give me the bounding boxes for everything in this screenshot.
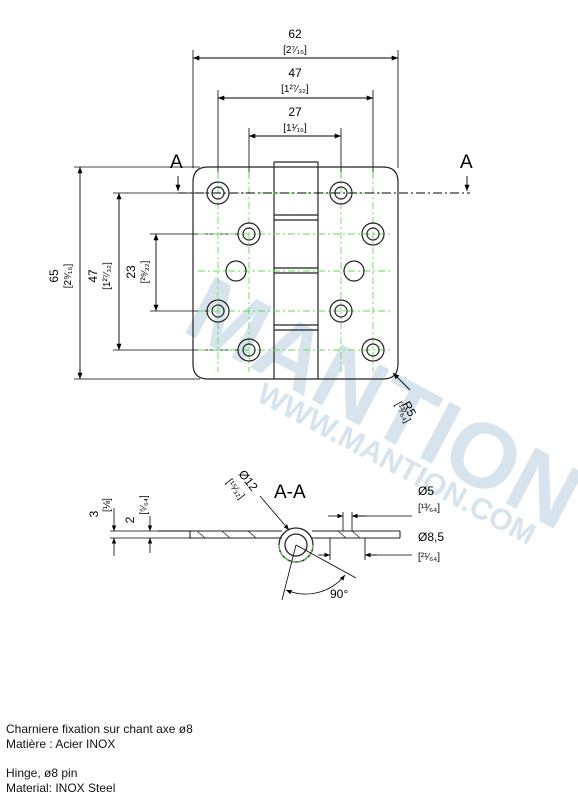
dim-pinhole-inch: [¹³⁄₆₄] <box>418 503 440 514</box>
top-view: 62 [2⁷⁄₁₆] 47 [1²⁷⁄₃₂] 27 [1¹⁄₁₆] 65 [2⁹… <box>47 27 473 425</box>
centerlines <box>198 172 392 372</box>
pinhole-dims <box>318 512 412 560</box>
dim-inner-span-inch: [1¹⁄₁₆] <box>283 123 307 134</box>
dim-width-mm: 62 <box>288 27 302 41</box>
dim-vert-inner-inch: [²⁹⁄₃₂] <box>140 260 151 283</box>
dim-height-inch: [2⁹⁄₁₆] <box>63 264 74 289</box>
section-title: A-A <box>274 482 306 503</box>
hinge-outline <box>192 161 399 380</box>
section-line <box>175 176 470 194</box>
dim-thickness-leaf-mm: 2 <box>123 516 137 523</box>
dim-pinhole-mm: Ø5 <box>418 484 434 498</box>
dim-thickness-total-mm: 3 <box>87 510 101 517</box>
section-view: A-A 3 [⅛] 2 [⁵⁄₆₄] Ø12 [ <box>87 467 444 601</box>
description-en: Hinge, ø8 pin Material: INOX Steel <box>6 766 115 796</box>
dim-vert-span-inch: [1²⁷⁄₃₂] <box>102 262 113 290</box>
dim-angle: 90° <box>330 587 348 601</box>
screw-holes <box>206 181 385 362</box>
section-marker-right: A <box>460 152 473 173</box>
description-fr-line1: Charniere fixation sur chant axe ø8 <box>6 722 193 736</box>
dim-outer-span-inch: [1²⁷⁄₃₂] <box>281 84 309 95</box>
thickness-dims <box>110 508 192 556</box>
angle-dim <box>281 544 357 601</box>
dim-radius-mm: R5 <box>399 399 419 419</box>
dim-countersink-inch: [²¹⁄₆₄] <box>418 552 440 563</box>
dim-height-mm: 65 <box>47 269 61 283</box>
description-fr-line2: Matière : Acier INOX <box>6 737 116 751</box>
description-en-line1: Hinge, ø8 pin <box>6 766 78 780</box>
dim-inner-span-mm: 27 <box>288 105 302 119</box>
watermark: MANTION WWW.MANTION.COM <box>171 258 578 552</box>
section-marker-left: A <box>170 152 183 173</box>
dim-thickness-leaf-inch: [⁵⁄₆₄] <box>139 495 150 515</box>
dim-countersink-mm: Ø8,5 <box>418 530 444 544</box>
description-en-line2: Material: INOX Steel <box>6 781 116 795</box>
watermark-logo: MANTION <box>171 258 578 550</box>
description-fr: Charniere fixation sur chant axe ø8 Mati… <box>6 722 193 752</box>
dim-thickness-total-inch: [⅛] <box>102 498 113 512</box>
section-leaves <box>158 530 401 539</box>
dim-vert-inner-mm: 23 <box>124 265 138 279</box>
dim-outer-span-mm: 47 <box>288 66 302 80</box>
dim-vert-span-mm: 47 <box>86 269 100 283</box>
knuckle <box>278 527 314 563</box>
dim-width-inch: [2⁷⁄₁₆] <box>283 45 307 56</box>
